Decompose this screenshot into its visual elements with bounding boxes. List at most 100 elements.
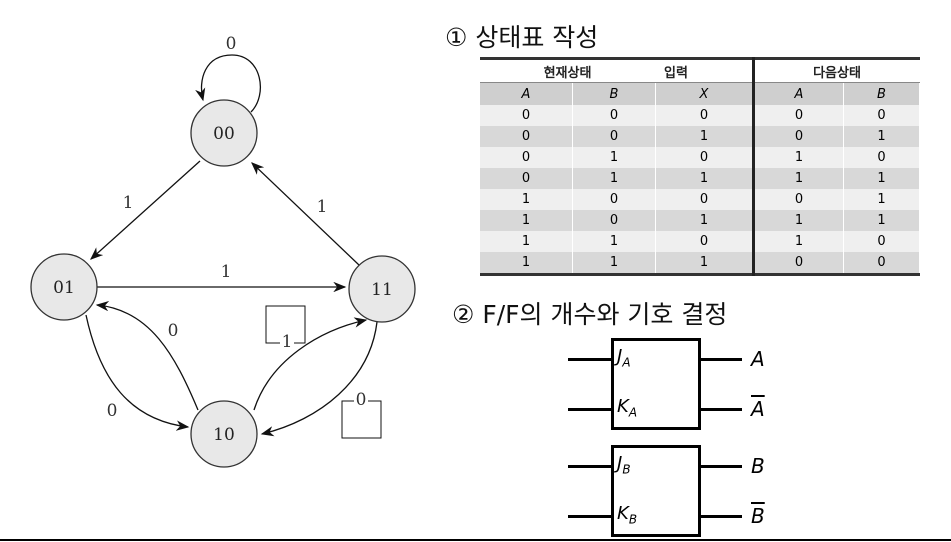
table-cell: 1	[752, 231, 844, 252]
j-input-label: JB	[617, 453, 631, 477]
table-cell: 1	[655, 126, 754, 147]
q-output-label: A	[751, 347, 765, 371]
state-11	[348, 255, 416, 323]
state-label: 00	[213, 124, 235, 144]
edge-label: 0	[168, 321, 179, 341]
jk-flipflop-b	[611, 445, 701, 537]
table-cell: 0	[752, 126, 844, 147]
edge-11-00	[251, 162, 360, 266]
table-cell: 1	[752, 168, 844, 189]
q-bar-output-label: B	[751, 504, 765, 528]
table-cell: 0	[480, 126, 573, 147]
j-input-label: JA	[617, 346, 631, 370]
state-label: 11	[371, 280, 393, 300]
table-cell: 1	[843, 168, 920, 189]
table-cell: 0	[843, 231, 920, 252]
edge-label: 1	[282, 332, 293, 352]
section1-title: ① 상태표 작성	[445, 23, 599, 52]
column-header: B	[843, 82, 920, 105]
q-bar-output-label: A	[751, 397, 765, 421]
column-header: A	[752, 82, 844, 105]
edge-label: 1	[221, 262, 232, 282]
table-cell: 0	[655, 147, 754, 168]
edge-10-11	[253, 317, 368, 411]
table-cell: 0	[480, 147, 573, 168]
table-cell: 0	[752, 252, 844, 275]
output-wire	[699, 408, 742, 411]
edge-label: 1	[123, 193, 134, 213]
edge-label: 0	[356, 390, 367, 410]
output-wire	[699, 465, 742, 468]
edge-11-10	[260, 321, 378, 437]
table-cell: 0	[480, 168, 573, 189]
table-cell: 1	[572, 252, 656, 275]
table-cell: 1	[655, 210, 754, 231]
state-01	[30, 253, 98, 321]
table-cell: 0	[843, 252, 920, 275]
edge-label: 1	[317, 197, 328, 217]
state-label: 01	[53, 278, 75, 298]
state-00	[190, 99, 258, 167]
table-cell: 1	[843, 189, 920, 210]
table-cell: 0	[572, 105, 656, 126]
output-wire	[699, 358, 742, 361]
column-header: B	[572, 82, 656, 105]
edge-01-10	[85, 314, 190, 431]
k-input-label: KB	[617, 503, 638, 527]
table-cell: 1	[480, 252, 573, 275]
table-cell: 0	[655, 189, 754, 210]
state-10	[190, 400, 258, 468]
table-cell: 1	[572, 168, 656, 189]
k-input-label: KA	[617, 396, 638, 420]
table-cell: 0	[655, 231, 754, 252]
table-cell: 0	[480, 105, 573, 126]
output-wire	[699, 515, 742, 518]
group-header: 입력	[655, 58, 754, 83]
table-cell: 0	[752, 189, 844, 210]
edge-00-00	[195, 54, 261, 113]
table-cell: 1	[480, 189, 573, 210]
table-cell: 0	[752, 105, 844, 126]
table-cell: 1	[655, 168, 754, 189]
input-wire	[568, 358, 611, 361]
table-cell: 1	[752, 210, 844, 231]
label-box	[341, 400, 382, 439]
edge-label: 0	[107, 401, 118, 421]
table-cell: 0	[572, 189, 656, 210]
table-cell: 0	[572, 126, 656, 147]
edge-10-01	[95, 300, 199, 411]
table-cell: 1	[572, 231, 656, 252]
table-cell: 1	[480, 210, 573, 231]
group-header: 다음상태	[752, 58, 920, 83]
input-wire	[568, 465, 611, 468]
table-cell: 0	[843, 105, 920, 126]
jk-flipflop-a	[611, 338, 701, 430]
input-wire	[568, 408, 611, 411]
group-header: 현재상태	[480, 58, 656, 83]
input-wire	[568, 515, 611, 518]
table-cell: 1	[572, 147, 656, 168]
table-cell: 1	[843, 126, 920, 147]
table-cell: 0	[572, 210, 656, 231]
state-label: 10	[213, 425, 235, 445]
section2-title: ② F/F의 개수와 기호 결정	[452, 300, 728, 329]
column-header: A	[480, 82, 573, 105]
column-header: X	[655, 82, 754, 105]
table-cell: 0	[843, 147, 920, 168]
q-output-label: B	[751, 454, 765, 478]
state-diagram: 00 01 11 10 0 1 1 1 0 0 1 0	[30, 34, 416, 468]
table-cell: 1	[843, 210, 920, 231]
table-cell: 1	[752, 147, 844, 168]
edge-00-01	[90, 160, 201, 260]
table-cell: 1	[655, 252, 754, 275]
table-cell: 1	[480, 231, 573, 252]
